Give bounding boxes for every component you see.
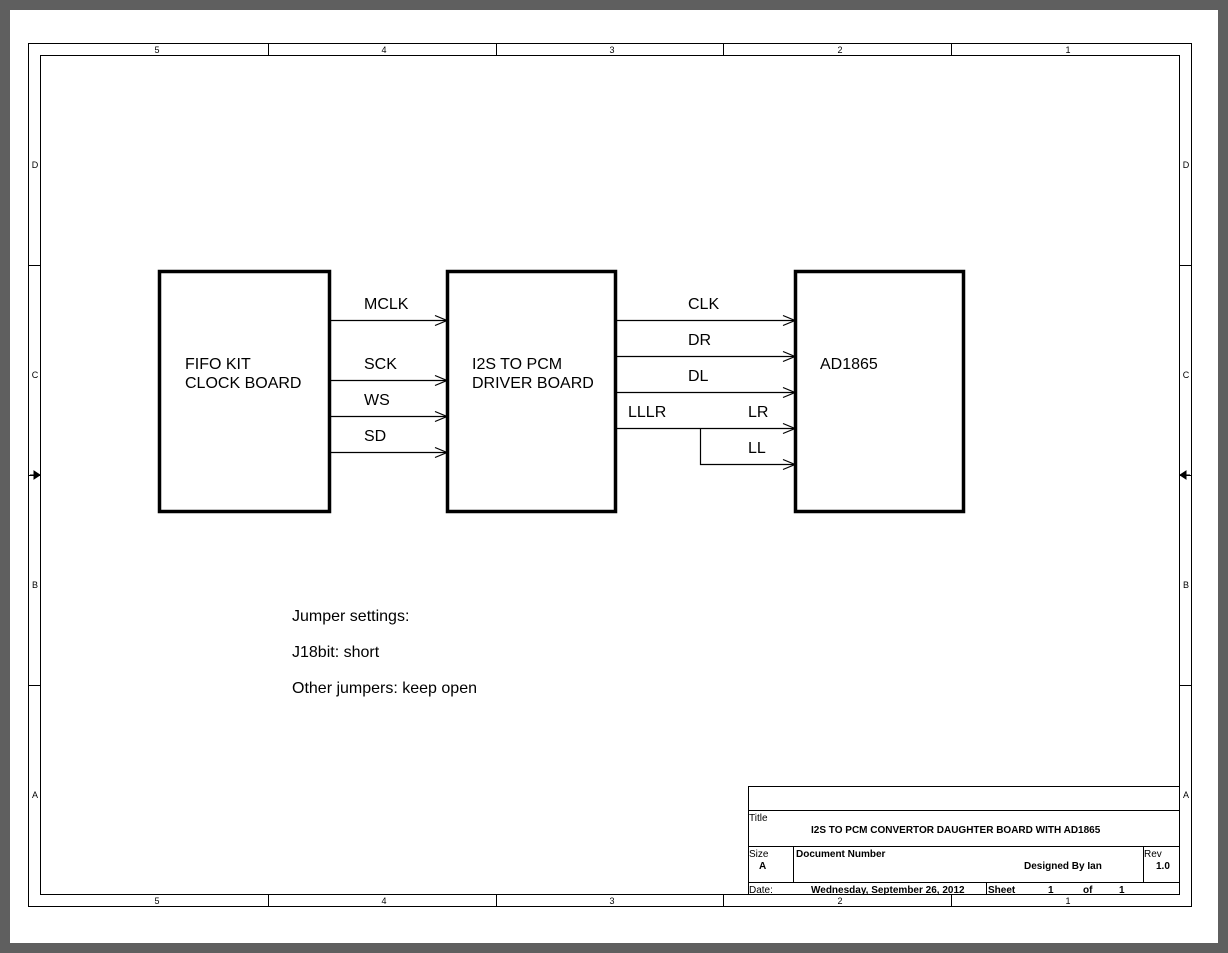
col-label-bottom: 1 xyxy=(1065,896,1070,906)
center-mark-right-icon xyxy=(1179,470,1190,480)
title-label: Title xyxy=(749,813,768,824)
fifo-clock-board-block xyxy=(157,269,332,514)
signal-label-clk: CLK xyxy=(688,296,719,313)
col-label-bottom: 3 xyxy=(609,896,614,906)
rev-label: Rev xyxy=(1144,849,1162,860)
driver-block-label-line1: I2S TO PCM xyxy=(472,356,562,373)
signal-label-lr: LR xyxy=(748,404,768,421)
fifo-block-label-line2: CLOCK BOARD xyxy=(185,375,301,392)
row-label-left: A xyxy=(32,790,38,800)
size-value: A xyxy=(759,861,766,872)
row-label-left: D xyxy=(32,160,39,170)
col-label-top: 2 xyxy=(837,45,842,55)
row-label-left: B xyxy=(32,580,38,590)
row-label-right: B xyxy=(1183,580,1189,590)
document-number-label: Document Number xyxy=(796,849,886,860)
designed-by: Designed By Ian xyxy=(1024,861,1102,872)
ad1865-block xyxy=(793,269,966,514)
i2s-pcm-driver-board-block xyxy=(445,269,618,514)
signal-label-ll: LL xyxy=(748,440,766,457)
col-label-bottom: 5 xyxy=(154,896,159,906)
size-label: Size xyxy=(749,849,769,860)
drawing-title: I2S TO PCM CONVERTOR DAUGHTER BOARD WITH… xyxy=(811,825,1101,836)
date-value: Wednesday, September 26, 2012 xyxy=(811,885,965,896)
col-label-top: 3 xyxy=(609,45,614,55)
col-label-top: 5 xyxy=(154,45,159,55)
driver-block-label-line2: DRIVER BOARD xyxy=(472,375,594,392)
date-label: Date: xyxy=(749,885,773,896)
signal-label-dl: DL xyxy=(688,368,709,385)
dac-block-label: AD1865 xyxy=(820,356,878,373)
of-label: of xyxy=(1083,885,1093,896)
signal-label-lllr: LLLR xyxy=(628,404,666,421)
row-label-left: C xyxy=(32,370,39,380)
sheet-number: 1 xyxy=(1048,885,1054,896)
signal-label-sd: SD xyxy=(364,428,386,445)
schematic-sheet: 5 4 3 2 1 5 4 3 2 1 D C B A D C B A FIFO… xyxy=(10,10,1218,943)
schematic-drawing: 5 4 3 2 1 5 4 3 2 1 D C B A D C B A FIFO… xyxy=(28,43,1192,907)
title-block xyxy=(748,786,1180,895)
rev-value: 1.0 xyxy=(1156,861,1170,872)
sheet-label: Sheet xyxy=(988,885,1016,896)
signal-label-sck: SCK xyxy=(364,356,397,373)
col-label-top: 4 xyxy=(381,45,386,55)
note-jumper-settings: Jumper settings: xyxy=(292,608,409,625)
row-label-right: C xyxy=(1183,370,1190,380)
col-label-bottom: 4 xyxy=(381,896,386,906)
signal-label-dr: DR xyxy=(688,332,711,349)
signal-label-ws: WS xyxy=(364,392,390,409)
center-mark-left-icon xyxy=(30,470,41,480)
signal-label-mclk: MCLK xyxy=(364,296,409,313)
row-label-right: A xyxy=(1183,790,1189,800)
wire-ll xyxy=(699,428,796,465)
col-label-top: 1 xyxy=(1065,45,1070,55)
row-label-right: D xyxy=(1183,160,1190,170)
note-j18bit: J18bit: short xyxy=(292,644,380,661)
sheet-frame xyxy=(28,43,1192,907)
fifo-block-label-line1: FIFO KIT xyxy=(185,356,251,373)
col-label-bottom: 2 xyxy=(837,896,842,906)
sheet-total: 1 xyxy=(1119,885,1125,896)
note-other-jumpers: Other jumpers: keep open xyxy=(292,680,477,697)
